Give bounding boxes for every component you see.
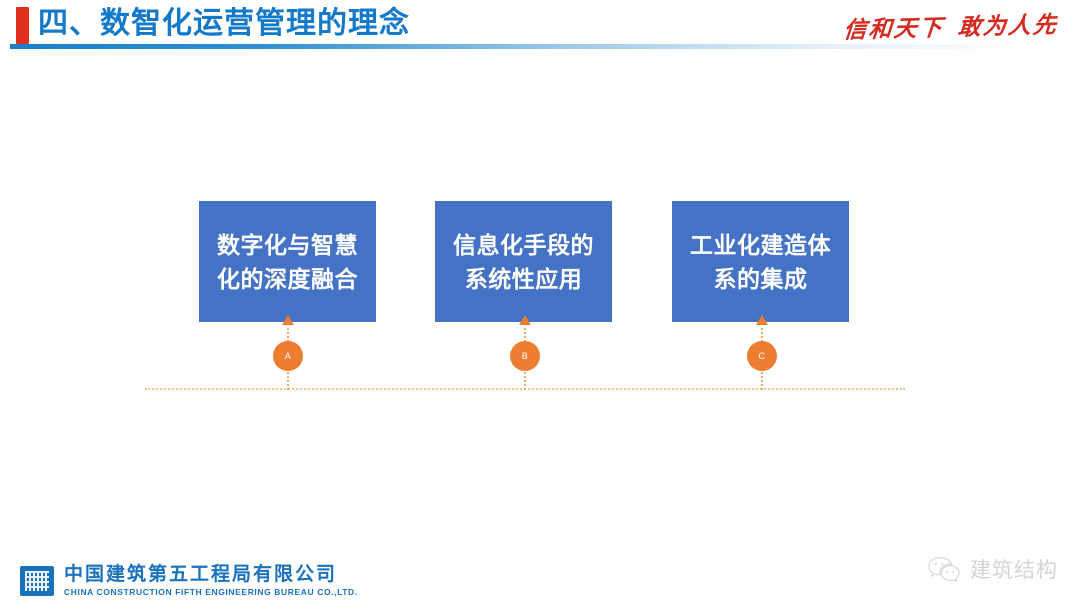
- node-a-line-2: 化的深度融合: [217, 265, 358, 292]
- node-a-line-1: 数字化与智慧: [217, 231, 358, 258]
- arrow-up-icon-c: [756, 315, 768, 325]
- diagram-node-box-a[interactable]: 数字化与智慧 化的深度融合: [199, 201, 376, 322]
- marker-b-label: B: [521, 351, 529, 361]
- node-c-line-2: 系的集成: [713, 265, 808, 292]
- wechat-icon: [928, 556, 960, 582]
- logo-text-group: 中国建筑第五工程局有限公司 CHINA CONSTRUCTION FIFTH E…: [64, 564, 358, 598]
- diagram-marker-b[interactable]: B: [510, 341, 540, 371]
- slide-header: 四、数智化运营管理的理念 信和天下敢为人先: [0, 0, 1080, 52]
- wechat-watermark: 建筑结构: [927, 554, 1058, 584]
- marker-c-label: C: [758, 351, 766, 361]
- page-title: 四、数智化运营管理的理念: [38, 7, 410, 40]
- diagram-node-box-b[interactable]: 信息化手段的 系统性应用: [435, 201, 612, 322]
- node-b-line-2: 系统性应用: [464, 265, 583, 292]
- header-divider-rule: [10, 44, 1020, 49]
- cscec-logo-icon: [20, 566, 54, 596]
- node-c-line-1: 工业化建造体: [690, 231, 831, 258]
- marker-a-label: A: [284, 351, 292, 361]
- company-logo: 中国建筑第五工程局有限公司 CHINA CONSTRUCTION FIFTH E…: [20, 564, 358, 598]
- watermark-label: 建筑结构: [970, 559, 1058, 582]
- arrow-up-icon-a: [282, 315, 294, 325]
- diagram-marker-a[interactable]: A: [273, 341, 303, 371]
- logo-company-name-en: CHINA CONSTRUCTION FIFTH ENGINEERING BUR…: [64, 587, 358, 597]
- diagram-marker-c[interactable]: C: [747, 341, 777, 371]
- node-b-line-1: 信息化手段的: [453, 231, 594, 258]
- title-accent-bar: [16, 7, 29, 44]
- arrow-up-icon-b: [519, 315, 531, 325]
- logo-company-name-cn: 中国建筑第五工程局有限公司: [64, 564, 338, 585]
- diagram-node-box-c[interactable]: 工业化建造体 系的集成: [672, 201, 849, 322]
